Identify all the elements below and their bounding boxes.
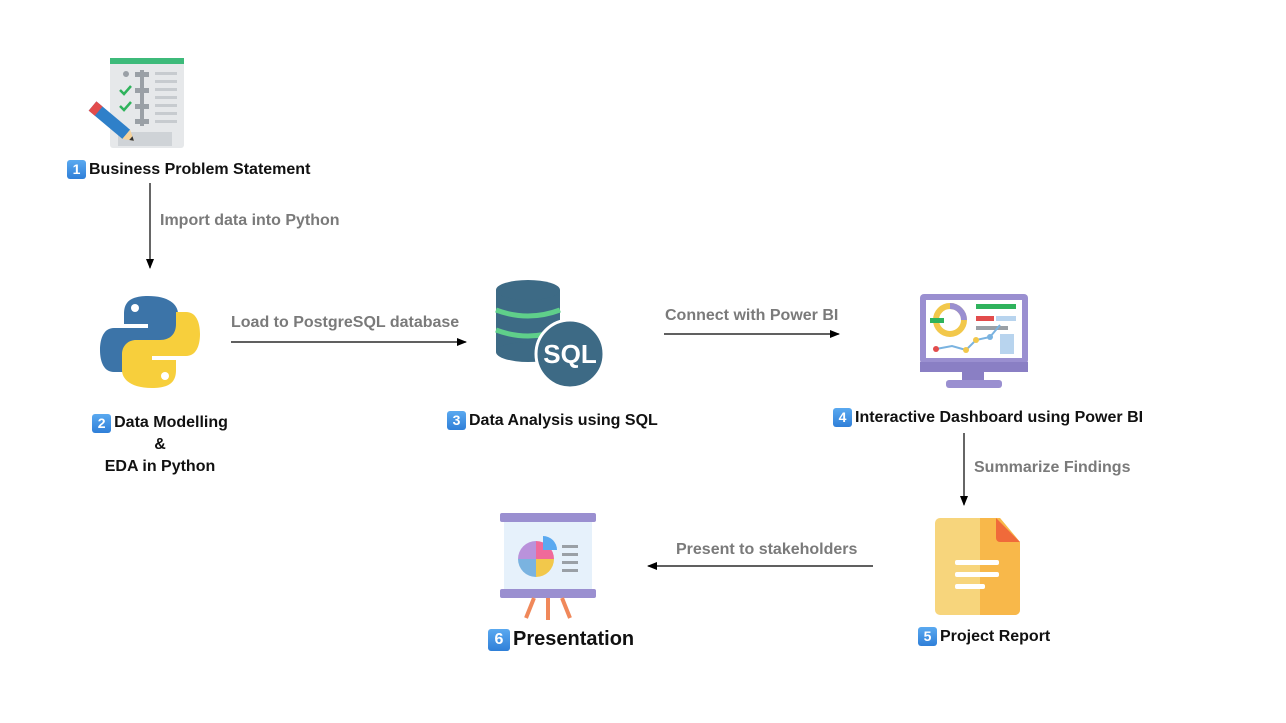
step4-number-badge: 4	[833, 408, 852, 427]
checklist-icon	[88, 58, 184, 148]
step1-label-text: Business Problem Statement	[89, 160, 311, 178]
step5-label-text: Project Report	[940, 627, 1051, 645]
step2-label-line3: EDA in Python	[104, 458, 216, 475]
step2-label-line1: Data Modelling	[114, 414, 228, 431]
edge-label-load-postgresql: Load to PostgreSQL database	[231, 314, 460, 331]
step3-number-badge: 3	[447, 411, 466, 430]
step5-number-badge: 5	[918, 627, 937, 646]
python-logo-icon	[100, 296, 200, 388]
sql-icon-text: SQL	[543, 339, 597, 369]
step1-label: 1 Business Problem Statement	[67, 160, 310, 179]
step6-number-badge: 6	[488, 628, 510, 651]
edge-label-summarize-findings: Summarize Findings	[974, 459, 1131, 476]
step2-label-line2: &	[154, 436, 166, 453]
step6-label-text: Presentation	[513, 628, 635, 650]
step2-label: 2 Data Modelling & EDA in Python	[60, 412, 260, 478]
step4-label-text: Interactive Dashboard using Power BI	[855, 408, 1144, 426]
step6-label: 6 Presentation	[488, 628, 634, 651]
edge-label-connect-power-bi: Connect with Power BI	[665, 307, 839, 324]
dashboard-monitor-icon	[920, 294, 1028, 388]
sql-database-icon: SQL	[495, 280, 606, 390]
edge-label-import-data: Import data into Python	[160, 212, 340, 229]
step3-label-text: Data Analysis using SQL	[469, 411, 658, 429]
presentation-board-icon	[500, 513, 596, 620]
step3-label: 3 Data Analysis using SQL	[447, 411, 658, 430]
step4-label: 4 Interactive Dashboard using Power BI	[833, 408, 1143, 427]
document-icon	[935, 518, 1020, 615]
step2-number-badge: 2	[92, 413, 112, 433]
step1-number-badge: 1	[67, 160, 86, 179]
edge-label-present-stakeholders: Present to stakeholders	[676, 541, 858, 558]
step5-label: 5 Project Report	[918, 627, 1050, 646]
